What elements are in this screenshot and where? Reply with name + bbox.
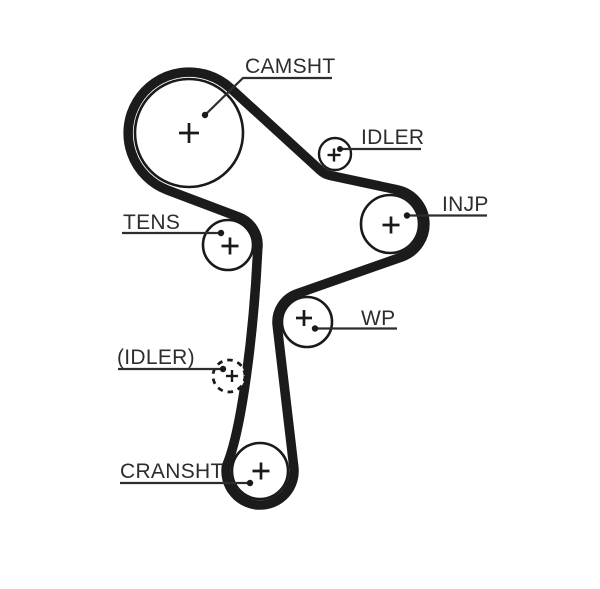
idler-label: IDLER <box>361 126 424 149</box>
water-pump-leader-dot <box>311 325 319 332</box>
camshaft-plus-mark <box>179 123 199 143</box>
camshaft-leader-line <box>204 76 332 116</box>
optional-idler-plus-mark <box>226 370 238 382</box>
crankshaft-leader-dot <box>246 479 254 487</box>
camshaft-leader-dot <box>201 111 209 119</box>
water-pump-label: WP <box>361 307 395 330</box>
tensioner-plus-mark <box>221 237 239 255</box>
injection-pump-leader-dot <box>403 212 411 219</box>
tensioner-leader-dot <box>217 229 225 237</box>
injection-pump-label: INJP <box>442 193 489 216</box>
water-pump-pulley-circle <box>280 295 334 349</box>
crankshaft-label: CRANSHT <box>120 460 224 483</box>
optional-idler-label: (IDLER) <box>117 346 195 369</box>
injection-pump-plus-mark <box>382 216 400 234</box>
camshaft-label: CAMSHT <box>245 55 335 78</box>
idler-leader-dot <box>337 146 343 152</box>
idler-plus-mark <box>327 148 341 162</box>
timing-belt-path <box>123 67 430 510</box>
tensioner-label: TENS <box>123 211 180 234</box>
water-pump-plus-mark <box>296 310 312 326</box>
optional-idler-leader-dot <box>219 365 227 373</box>
crankshaft-plus-mark <box>252 462 270 480</box>
